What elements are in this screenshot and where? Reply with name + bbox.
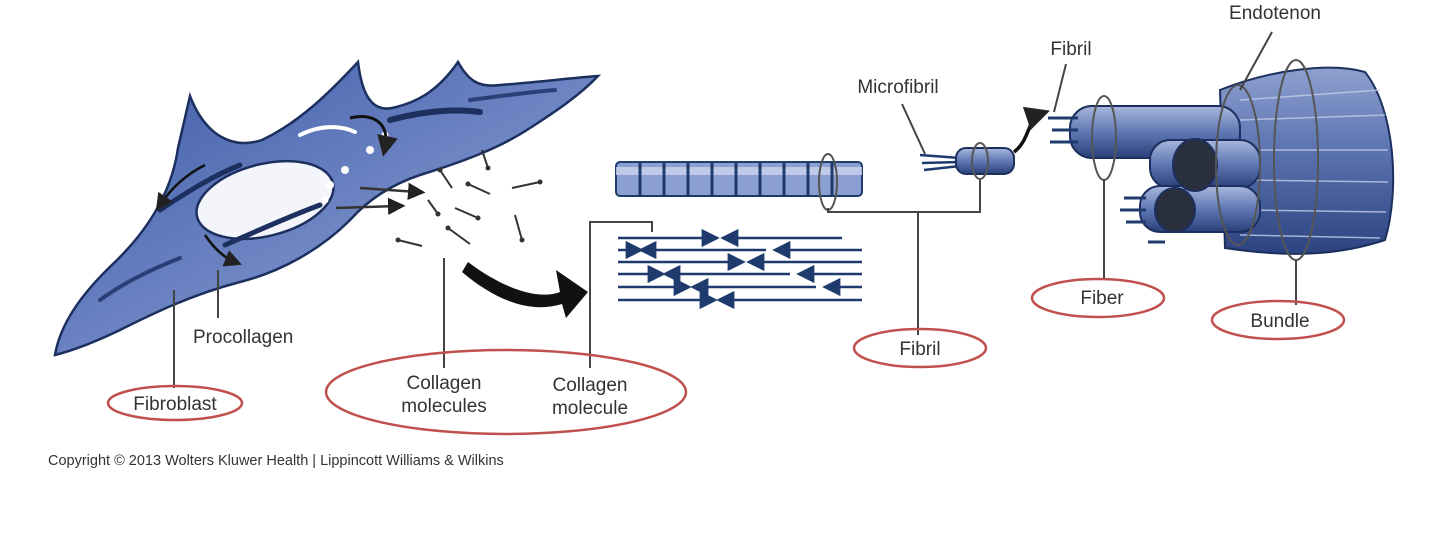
- label-collagen-molecule-line2: molecule: [552, 398, 628, 419]
- label-microfibril: Microfibril: [857, 77, 938, 98]
- staggered-collagen-array: [618, 228, 862, 310]
- label-bundle: Bundle: [1250, 311, 1309, 332]
- tendon-bundle-illustration: [1048, 59, 1395, 261]
- banded-fibril: [615, 153, 863, 211]
- label-collagen-molecules-line2: molecules: [401, 396, 487, 417]
- microfibril-segment: [919, 106, 1050, 180]
- label-fibril-bottom: Fibril: [899, 339, 940, 360]
- assembly-arrow: [462, 262, 588, 318]
- fibroblast-cell-illustration: [53, 59, 602, 357]
- leader-lines: [173, 31, 1297, 388]
- label-collagen-molecule-line1: Collagen: [553, 375, 628, 396]
- label-fibril-top: Fibril: [1050, 39, 1091, 60]
- secretion-arrows: [335, 182, 426, 216]
- label-fiber: Fiber: [1080, 288, 1124, 309]
- label-fibroblast: Fibroblast: [133, 394, 217, 415]
- collagen-molecules-scatter: [395, 149, 543, 247]
- label-procollagen: Procollagen: [193, 327, 293, 348]
- copyright-notice: Copyright © 2013 Wolters Kluwer Health |…: [48, 453, 504, 469]
- label-endotenon: Endotenon: [1229, 3, 1321, 24]
- label-collagen-molecules-line1: Collagen: [407, 373, 482, 394]
- highlight-ovals: [106, 277, 1346, 436]
